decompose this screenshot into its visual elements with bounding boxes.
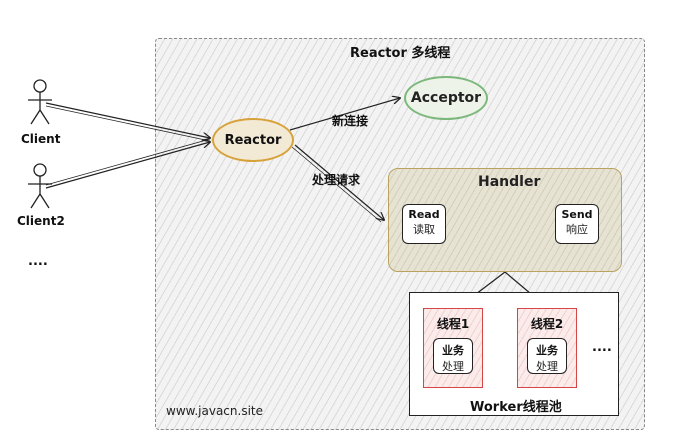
thread2-task-line2: 处理 bbox=[536, 360, 558, 373]
thread1-box: 线程1 业务 处理 bbox=[423, 308, 483, 388]
edge-client-reactor-2 bbox=[45, 105, 211, 142]
client2-label: Client2 bbox=[17, 214, 65, 228]
edge-client2-reactor bbox=[45, 142, 210, 189]
edge-reactor-handler bbox=[294, 144, 384, 220]
thread1-task-line1: 业务 bbox=[442, 344, 464, 357]
send-label-cn: 响应 bbox=[566, 223, 588, 236]
handler-title: Handler bbox=[478, 174, 541, 190]
threads-ellipsis: .... bbox=[592, 340, 612, 355]
clients-ellipsis: .... bbox=[28, 254, 48, 269]
thread2-label: 线程2 bbox=[530, 317, 564, 331]
thread1-task-line2: 处理 bbox=[442, 360, 464, 373]
send-label-en: Send bbox=[561, 208, 593, 221]
thread2-task-line1: 业务 bbox=[536, 344, 558, 357]
client-actor-icon bbox=[28, 79, 52, 125]
acceptor-node: Acceptor bbox=[404, 76, 488, 120]
thread1-label: 线程1 bbox=[436, 317, 470, 331]
client2-actor-icon bbox=[28, 163, 52, 209]
send-box: Send 响应 bbox=[555, 204, 599, 244]
acceptor-label: Acceptor bbox=[410, 90, 482, 106]
reactor-node: Reactor bbox=[212, 118, 294, 162]
edge-label-process-request: 处理请求 bbox=[312, 173, 361, 187]
edge-reactor-acceptor bbox=[289, 98, 400, 131]
thread2-task-box: 业务 处理 bbox=[527, 338, 567, 374]
edge-client-reactor bbox=[45, 102, 210, 138]
worker-pool-title: Worker线程池 bbox=[470, 400, 562, 415]
watermark: www.javacn.site bbox=[166, 404, 263, 418]
thread2-box: 线程2 业务 处理 bbox=[517, 308, 577, 388]
edge-reactor-handler-2 bbox=[291, 146, 382, 223]
read-box: Read 读取 bbox=[402, 204, 446, 244]
diagram-title: Reactor 多线程 bbox=[350, 46, 451, 61]
edge-client2-reactor-2 bbox=[45, 138, 211, 186]
reactor-label: Reactor bbox=[224, 132, 282, 148]
client-label: Client bbox=[21, 132, 61, 146]
edge-label-new-connection: 新连接 bbox=[332, 114, 369, 128]
read-label-en: Read bbox=[408, 208, 440, 221]
thread1-task-box: 业务 处理 bbox=[433, 338, 473, 374]
read-label-cn: 读取 bbox=[413, 223, 435, 236]
